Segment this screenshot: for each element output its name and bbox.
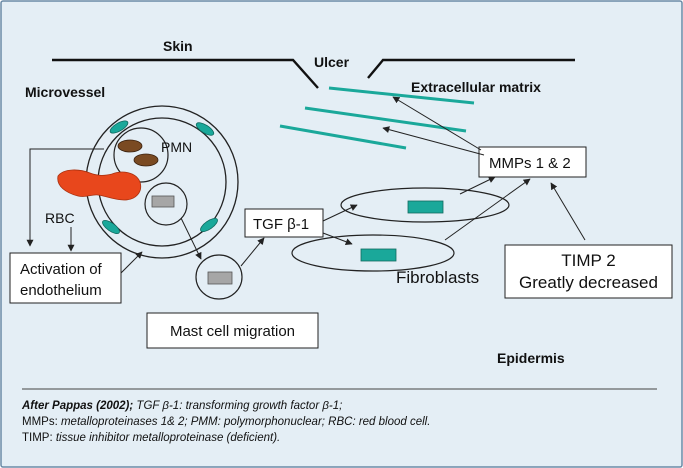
mmps-box: MMPs 1 & 2 (478, 146, 587, 178)
fibroblast-nucleus (407, 200, 444, 214)
caption-line3-text: tissue inhibitor metalloproteinase (defi… (53, 432, 281, 444)
matrix-fiber-2 (304, 106, 467, 133)
activation-label-line2: endothelium (20, 282, 102, 299)
rbc-label: RBC (45, 210, 75, 226)
pmn-granule (133, 153, 159, 167)
skin-surface-line (52, 58, 575, 89)
caption-timp-term: TIMP: (22, 432, 53, 444)
epidermis-label: Epidermis (497, 350, 565, 366)
fibroblast-upper (340, 187, 510, 223)
pmn-granule (117, 139, 143, 153)
caption-line-2: MMPs: metalloproteinases 1& 2; PMM: poly… (22, 416, 430, 428)
arrow-tgf-to-fibroblast-lower (322, 232, 353, 246)
skin-label: Skin (163, 38, 193, 54)
endothelial-cell (200, 217, 218, 233)
arrow-tgf-to-fibroblast-upper (322, 204, 358, 222)
caption-line2-text: metalloproteinases 1& 2; PMM: polymorpho… (58, 416, 431, 428)
caption-line-3: TIMP: tissue inhibitor metalloproteinase… (22, 432, 280, 444)
arrow-mmps-to-fiber-1 (392, 96, 482, 151)
mast-cell-migration-label: Mast cell migration (170, 323, 295, 340)
matrix-fiber-1 (328, 86, 475, 105)
matrix-fiber-3 (279, 124, 407, 150)
arrow-vessel-to-activation (26, 148, 104, 247)
mast-cell-migrated (195, 254, 243, 300)
arrow-mast-to-tgf (240, 237, 265, 267)
mast-cell-intravascular (144, 182, 188, 226)
caption-mmps-term: MMPs: (22, 416, 58, 428)
endothelial-cell (102, 219, 120, 235)
extracellular-matrix-label: Extracellular matrix (411, 79, 541, 95)
timp-label-line1: TIMP 2 (561, 251, 615, 270)
mast-cell-granule (207, 271, 233, 285)
arrow-fibroblast-upper-to-mmps (459, 176, 496, 195)
mmps-label: MMPs 1 & 2 (489, 155, 571, 172)
caption-source: After Pappas (2002); (21, 400, 133, 412)
endothelial-cell (195, 122, 215, 136)
arrow-timp-to-mmps (550, 182, 586, 241)
arrow-mmps-to-fiber-2 (382, 126, 485, 156)
red-blood-cell (57, 169, 142, 201)
activation-endothelium-box: Activation of endothelium (9, 252, 122, 304)
timp-box: TIMP 2 Greatly decreased (504, 244, 673, 299)
ulcer-label: Ulcer (314, 54, 350, 70)
endothelial-cell (109, 120, 129, 134)
pmn-label: PMN (161, 139, 192, 155)
arrow-activation-to-vessel (120, 251, 143, 274)
mast-cell-granule (151, 195, 175, 208)
activation-label-line1: Activation of (20, 261, 103, 278)
fibroblast-nucleus (360, 248, 397, 262)
fibroblasts-label: Fibroblasts (396, 268, 479, 287)
timp-label-line2: Greatly decreased (519, 273, 658, 292)
tgf-beta-box: TGF β-1 (244, 208, 324, 238)
mast-cell-migration-box: Mast cell migration (146, 312, 319, 349)
arrow-fibroblast-lower-to-mmps (444, 178, 531, 241)
tgf-beta-label: TGF β-1 (253, 216, 309, 233)
microvessel-label: Microvessel (25, 84, 105, 100)
caption-line1-text: TGF β-1: transforming growth factor β-1; (133, 400, 342, 412)
caption-line-1: After Pappas (2002); TGF β-1: transformi… (21, 400, 342, 412)
arrow-mast-migration (180, 217, 202, 260)
pmn-cell (113, 127, 169, 183)
fibroblast-lower (291, 234, 455, 272)
